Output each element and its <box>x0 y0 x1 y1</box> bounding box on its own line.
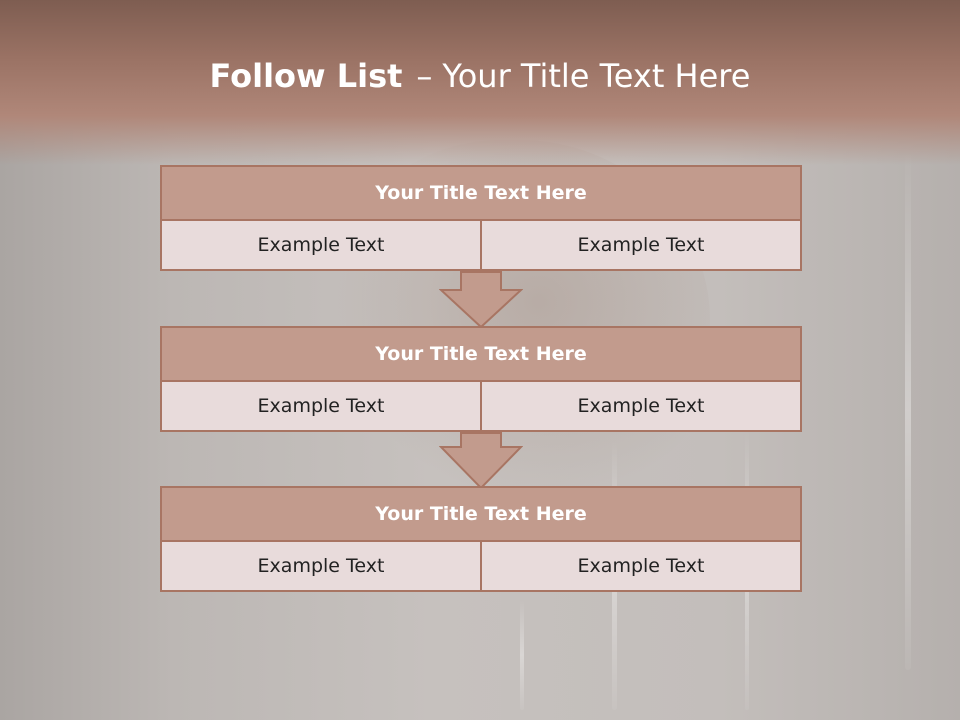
down-arrow-icon <box>439 271 523 329</box>
block-row: Example Text Example Text <box>160 542 802 592</box>
block-title: Your Title Text Here <box>160 486 802 542</box>
list-block-1: Your Title Text Here Example Text Exampl… <box>160 165 802 271</box>
slide-title-rest: Your Title Text Here <box>442 57 751 95</box>
block-cell-left: Example Text <box>160 221 482 271</box>
block-cell-right: Example Text <box>482 382 802 432</box>
header-band <box>0 0 960 165</box>
down-arrow-icon <box>439 432 523 490</box>
block-row: Example Text Example Text <box>160 382 802 432</box>
background-streak <box>520 600 524 710</box>
block-title: Your Title Text Here <box>160 165 802 221</box>
list-block-3: Your Title Text Here Example Text Exampl… <box>160 486 802 592</box>
block-cell-right: Example Text <box>482 542 802 592</box>
list-block-2: Your Title Text Here Example Text Exampl… <box>160 326 802 432</box>
block-row: Example Text Example Text <box>160 221 802 271</box>
slide-title: Follow List–Your Title Text Here <box>0 54 960 98</box>
block-cell-left: Example Text <box>160 542 482 592</box>
block-cell-right: Example Text <box>482 221 802 271</box>
slide-title-separator: – <box>416 57 433 95</box>
background-streak <box>905 150 911 670</box>
block-cell-left: Example Text <box>160 382 482 432</box>
slide-title-bold: Follow List <box>209 57 403 95</box>
block-title: Your Title Text Here <box>160 326 802 382</box>
